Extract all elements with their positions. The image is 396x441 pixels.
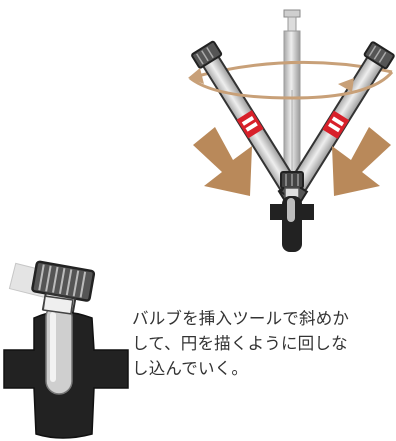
left-tool-arm xyxy=(191,40,307,205)
push-arrow-icon xyxy=(332,127,391,196)
valve-body xyxy=(3,295,129,439)
valve-closeup-figure xyxy=(3,260,129,439)
brand-label-icon xyxy=(236,110,264,139)
valve-small xyxy=(270,196,314,252)
rotation-path-front xyxy=(189,70,394,100)
center-shaft xyxy=(283,9,301,182)
rotation-arrow-icon xyxy=(338,78,354,92)
insertion-tool-figure xyxy=(188,9,395,252)
tool-head xyxy=(280,171,304,201)
rotation-arrow-icon xyxy=(188,68,204,84)
instruction-caption: バルブを挿入ツールで斜めか して、円を描くように回しな し込んでいく。 xyxy=(132,309,350,378)
push-arrow-icon xyxy=(193,127,252,196)
brand-label-icon xyxy=(322,110,350,139)
